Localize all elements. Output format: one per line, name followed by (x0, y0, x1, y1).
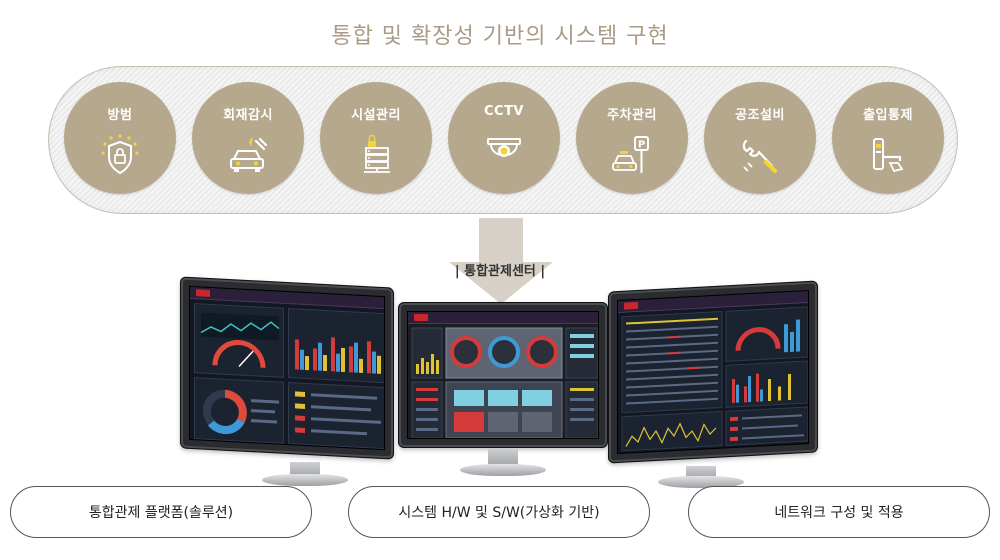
category-label: 방범 (107, 108, 133, 123)
server-lock-icon (364, 134, 390, 173)
category-parking-management[interactable]: 주차관리 P (576, 82, 688, 194)
wrench-icon (742, 139, 777, 173)
category-label: 출입통제 (863, 108, 913, 123)
bar-graph (295, 337, 381, 374)
car-fire-wrench-icon (230, 137, 268, 172)
pill-label: 시스템 H/W 및 S/W(가상화 기반) (398, 505, 600, 521)
brand-logo-icon (624, 301, 638, 310)
pill-label: 네트워크 구성 및 적용 (774, 505, 904, 521)
gauge-chart (200, 312, 280, 368)
dome-camera-icon (487, 138, 521, 157)
system-hw-sw-pill[interactable]: 시스템 H/W 및 S/W(가상화 기반) (348, 486, 650, 538)
category-label: CCTV (483, 104, 524, 119)
category-hvac[interactable]: 공조설비 (704, 82, 816, 194)
category-label: 회재감시 (223, 108, 273, 123)
left-monitor (180, 276, 400, 467)
dashboard-screen (189, 285, 385, 451)
center-monitor-base (460, 464, 546, 476)
right-monitor (608, 280, 822, 471)
category-cctv[interactable]: CCTV (448, 82, 560, 194)
door-handle-icon (873, 138, 904, 173)
shield-lock-icon (101, 134, 139, 175)
center-monitor (398, 302, 608, 452)
svg-text:P: P (638, 140, 645, 151)
status-list (295, 391, 381, 436)
category-label: 공조설비 (735, 108, 785, 123)
center-monitor-stand (488, 448, 518, 468)
category-label: 시설관리 (351, 108, 401, 123)
system-status-board (411, 327, 598, 438)
dashboard-screen (617, 289, 809, 455)
category-row: 방범 회재감시 시설관리 (64, 82, 944, 200)
pill-label: 통합관제 플랫폼(솔루션) (88, 505, 234, 521)
dashboard-screen (407, 311, 599, 439)
left-monitor-base (262, 474, 348, 486)
platform-solution-pill[interactable]: 통합관제 플랫폼(솔루션) (10, 486, 312, 538)
right-monitor-base (658, 476, 744, 488)
category-fire-monitoring[interactable]: 회재감시 (192, 82, 304, 194)
category-facility-management[interactable]: 시설관리 (320, 82, 432, 194)
page-title: 통합 및 확장성 기반의 시스템 구현 (331, 24, 669, 49)
category-security[interactable]: 방범 (64, 82, 176, 194)
network-config-pill[interactable]: 네트워크 구성 및 적용 (688, 486, 990, 538)
down-arrow-icon (449, 218, 553, 304)
category-label: 주차관리 (607, 108, 657, 123)
brand-logo-icon (414, 314, 428, 321)
donut-chart (203, 389, 279, 435)
network-table-board (621, 306, 809, 452)
parking-taxi-icon: P (612, 136, 649, 173)
control-center-label: | 통합관제센터 | (454, 264, 546, 279)
category-access-control[interactable]: 출입통제 (832, 82, 944, 194)
brand-logo-icon (196, 289, 210, 297)
